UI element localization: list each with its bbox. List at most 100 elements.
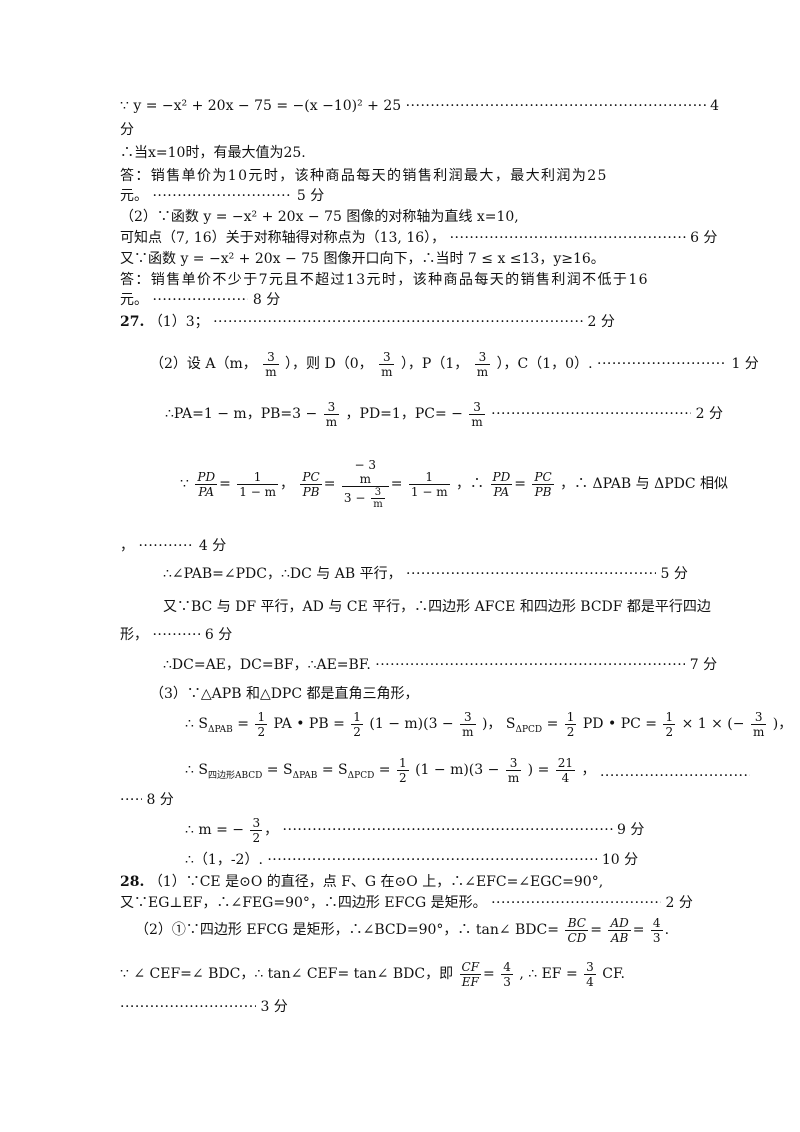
text: (1 − m)(3 − [369, 716, 454, 732]
leader-dots: ·································· [120, 999, 256, 1015]
text: 1 [255, 709, 268, 725]
text: ，∴ ΔPAB 与 ΔPDC 相似 [560, 476, 729, 492]
answer-line-2-end: 元。 ······················ 8 分 [120, 290, 280, 310]
text: 1 [663, 709, 676, 725]
text: （1）3； [148, 314, 209, 330]
score-label: 2 分 [665, 895, 693, 911]
text: 1 [408, 470, 450, 485]
text: AB [610, 930, 629, 945]
eq-line-1: ∵ y = −x² + 20x − 75 = −(x −10)² + 25 ··… [120, 96, 719, 116]
subscript: 四边形ABCD [207, 770, 263, 781]
text: = [378, 762, 391, 778]
text: 3 [505, 756, 522, 771]
text: 3 [250, 815, 263, 831]
text: = [237, 716, 249, 732]
text: m [359, 472, 371, 486]
text: = S [266, 762, 293, 778]
score-label: 8 分 [146, 792, 174, 808]
subscript: ΔPAB [292, 770, 318, 781]
text: m [373, 499, 383, 510]
text: m [507, 770, 520, 785]
leader-dots: ································ [152, 188, 292, 204]
text: ， [581, 762, 596, 778]
score-label: 7 分 [689, 657, 718, 673]
subscript: ΔPCD [515, 724, 543, 735]
text: 3 [379, 350, 395, 365]
text: ∴ S [185, 762, 208, 778]
score-unit: 分 [120, 122, 134, 138]
text: m [476, 364, 489, 379]
text: = S [321, 762, 348, 778]
text: ，∴ [456, 476, 485, 492]
score-line-4: ， ············ 4 分 [120, 536, 226, 556]
text: CF. [602, 966, 625, 982]
text: ∴∠PAB=∠PDC，∴DC 与 AB 平行， [163, 566, 402, 582]
q27-part1: 27. （1）3； ······························… [120, 312, 615, 332]
text: 3 − [343, 491, 366, 505]
leader-dots: ········································… [491, 895, 661, 911]
text: 21 [555, 755, 576, 771]
answer-line-2: 答：销售单价不少于7元且不超过13元时，该种商品每天的销售利润不低于16 [120, 272, 649, 288]
text: m [471, 414, 483, 429]
text: CD [567, 930, 587, 945]
leader-dots: ········································… [599, 767, 750, 784]
text: 1 [564, 709, 577, 725]
angle-line: ∴∠PAB=∠PDC，∴DC 与 AB 平行， ················… [163, 564, 688, 584]
leader-dots: ········································… [405, 98, 706, 114]
text: 3 [750, 710, 767, 725]
text: 1 [237, 470, 278, 485]
text: 2 [566, 724, 575, 739]
leader-dots: ········································… [375, 657, 686, 673]
text: 3 [584, 959, 596, 975]
text: 形， [120, 627, 148, 643]
text: m [752, 724, 765, 739]
text: 1 − m [410, 484, 448, 499]
text: 3 [323, 400, 340, 415]
text: 3 [474, 350, 491, 365]
leader-dots: ········································… [449, 230, 686, 246]
text: ，PD=1，PC= − [345, 406, 463, 422]
subscript: ΔPAB [207, 724, 233, 735]
text: 2 [398, 770, 407, 785]
text: 1 [396, 755, 409, 771]
leader-dots: ········································… [267, 852, 597, 868]
text: , ∴ EF = [519, 966, 578, 982]
leader-dots: ············ [138, 538, 195, 554]
text: （2）①∵四边形 EFCG 是矩形，∴∠BCD=90°，∴ tan∠ BDC= [135, 922, 559, 938]
max-value-line: ∴当x=10时，有最大值为25. [120, 145, 306, 161]
text: 4 [501, 959, 513, 975]
leader-dots: ········································… [213, 314, 583, 330]
text: ∴PA=1 − m，PB=3 − [165, 406, 318, 422]
subscript: ΔPCD [347, 770, 375, 781]
score-label: 5 分 [296, 188, 325, 204]
text: 4 [586, 974, 594, 989]
leader-dots: ········································… [282, 822, 613, 838]
text: 1 [351, 709, 363, 725]
score-label: 9 分 [617, 822, 645, 838]
text: ) = [527, 762, 550, 778]
question-number: 28. [120, 874, 145, 890]
text: 元。 [120, 292, 148, 308]
